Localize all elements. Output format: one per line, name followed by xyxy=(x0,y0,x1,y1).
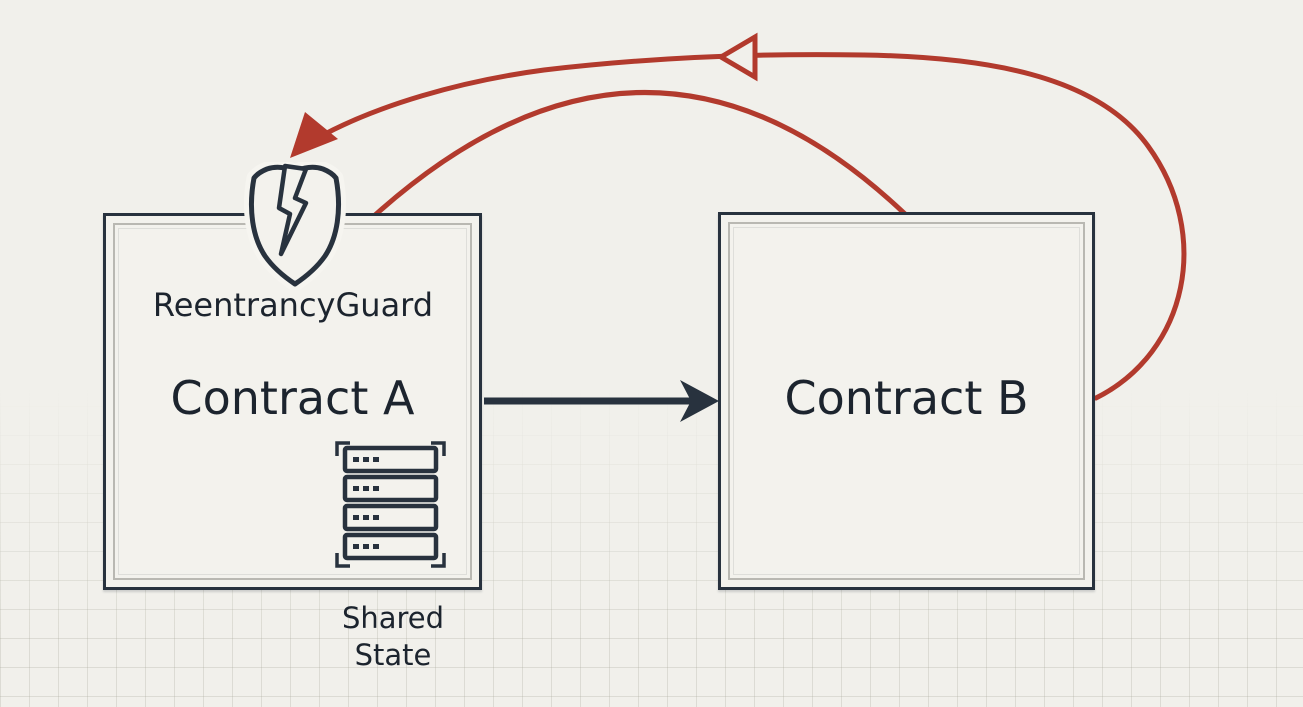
call-arrowhead-icon xyxy=(680,380,719,422)
server-stack-icon xyxy=(335,441,446,568)
node-contract-a-label: Contract A xyxy=(170,371,415,425)
shared-state-line1: Shared xyxy=(341,601,445,635)
node-contract-b-label: Contract B xyxy=(784,371,1029,425)
shared-state-line2: State xyxy=(354,638,432,673)
node-contract-b-inner-frame xyxy=(728,222,1085,580)
node-contract-b xyxy=(718,212,1095,590)
reentrancy-guard-label: ReentrancyGuard xyxy=(152,286,434,324)
node-contract-b-inner-frame-2 xyxy=(733,227,1080,575)
broken-shield-icon xyxy=(243,162,347,290)
red-reentrant-callback-arc xyxy=(304,52,1187,401)
shared-state-label: Shared State xyxy=(303,600,483,674)
red-arrowhead-icon xyxy=(290,112,338,158)
red-external-call-arc xyxy=(371,90,908,219)
hollow-triangle-arrowhead-icon xyxy=(716,32,758,82)
